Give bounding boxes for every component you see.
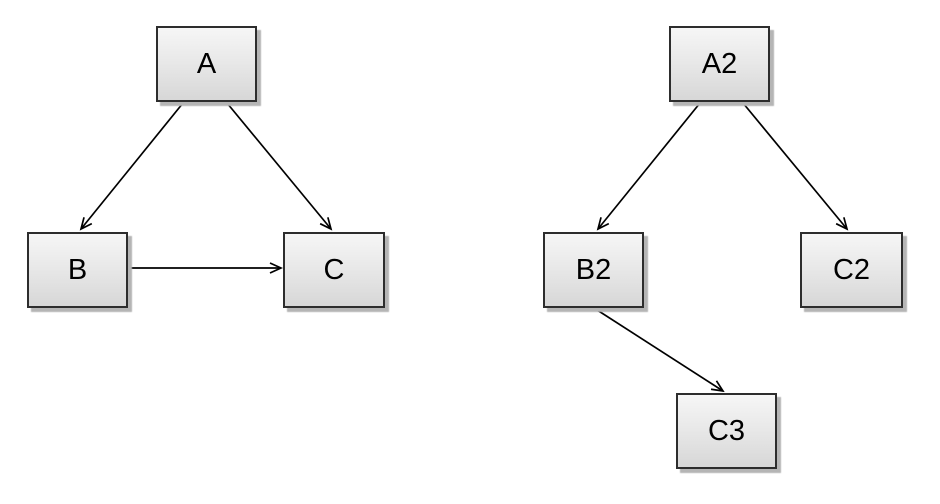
node-A-label: A — [196, 47, 217, 80]
edge-A2-C2[interactable] — [742, 102, 847, 229]
node-A2[interactable]: A2 — [669, 26, 770, 102]
edge-A2-B2[interactable] — [598, 102, 701, 229]
node-A[interactable]: A — [156, 26, 257, 102]
node-C2[interactable]: C2 — [800, 232, 903, 308]
node-B[interactable]: B — [27, 232, 128, 308]
node-C3[interactable]: C3 — [676, 393, 777, 469]
node-C-label: C — [323, 253, 345, 286]
node-B2-label: B2 — [575, 253, 612, 286]
node-B-label: B — [67, 253, 88, 286]
node-A2-label: A2 — [701, 47, 738, 80]
edge-B2-C3[interactable] — [593, 307, 723, 391]
edge-A-B[interactable] — [81, 102, 184, 229]
node-C2-label: C2 — [832, 253, 871, 286]
node-C[interactable]: C — [283, 232, 385, 308]
node-C3-label: C3 — [707, 414, 746, 447]
node-B2[interactable]: B2 — [543, 232, 644, 308]
edge-A-C[interactable] — [226, 102, 331, 229]
